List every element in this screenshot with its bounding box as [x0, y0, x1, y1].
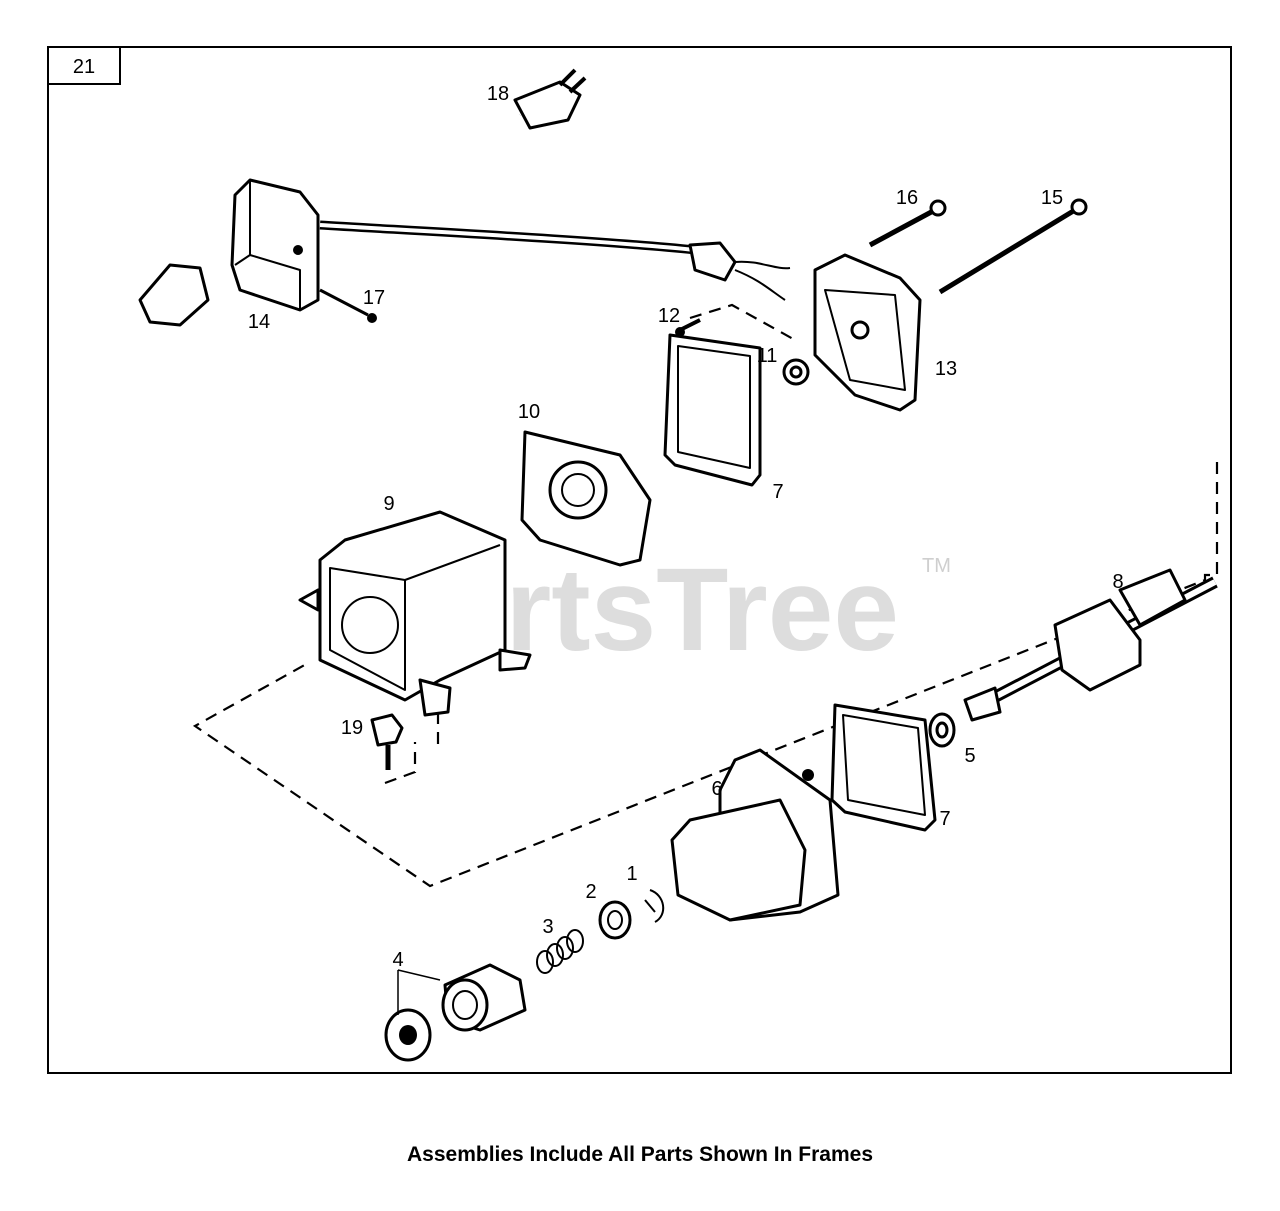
- callout-11: 11: [757, 345, 778, 367]
- motor-housing: [298, 510, 532, 717]
- callout-4: 4: [392, 949, 403, 971]
- screw-12: [675, 318, 701, 337]
- frame-label-box: [47, 46, 121, 85]
- drive-end-housing: [670, 748, 840, 922]
- end-cap: [813, 253, 922, 412]
- gasket-upper: [663, 333, 762, 487]
- spring: [536, 929, 584, 974]
- caption: Assemblies Include All Parts Shown In Fr…: [406, 1143, 874, 1166]
- bolt-frame-outline: [384, 742, 417, 785]
- callout-7-upper: 7: [772, 481, 783, 503]
- callout-2: 2: [585, 881, 596, 903]
- through-bolt-16: [868, 199, 947, 248]
- retaining-ring: [644, 889, 665, 923]
- callout-3: 3: [542, 916, 553, 938]
- frame-label: 21: [73, 56, 95, 78]
- switch-box: [230, 178, 320, 312]
- diagram-frame: [47, 46, 1232, 1074]
- callout-9: 9: [383, 493, 394, 515]
- watermark-trademark: TM: [922, 555, 951, 577]
- callout-7-lower: 7: [939, 808, 950, 830]
- callout-16: 16: [896, 187, 918, 209]
- callout-10: 10: [518, 401, 540, 423]
- callout-17: 17: [363, 287, 385, 309]
- armature: [963, 568, 1218, 722]
- callout-19: 19: [341, 717, 363, 739]
- callout-15: 15: [1041, 187, 1063, 209]
- gear-nut: [384, 1008, 432, 1062]
- callout-14: 14: [248, 311, 270, 333]
- hex-bolt-19: [370, 713, 404, 770]
- callout-6: 6: [711, 778, 722, 800]
- power-cord: [66, 68, 791, 327]
- callout-5: 5: [964, 745, 975, 767]
- assembly-frame-outline: [192, 462, 1219, 888]
- callout-12: 12: [658, 305, 680, 327]
- callout-13: 13: [935, 358, 957, 380]
- callout-8: 8: [1112, 571, 1123, 593]
- brush-plate: [520, 430, 652, 567]
- pinion-gear: [441, 963, 527, 1032]
- through-bolt-15: [938, 198, 1088, 295]
- stop-collar: [598, 900, 632, 940]
- screw-17: [319, 288, 377, 323]
- gasket-lower: [830, 703, 937, 832]
- leader-4: [397, 969, 441, 1015]
- callout-1: 1: [626, 863, 637, 885]
- callout-18: 18: [487, 83, 509, 105]
- screw-frame-outline: [689, 303, 796, 341]
